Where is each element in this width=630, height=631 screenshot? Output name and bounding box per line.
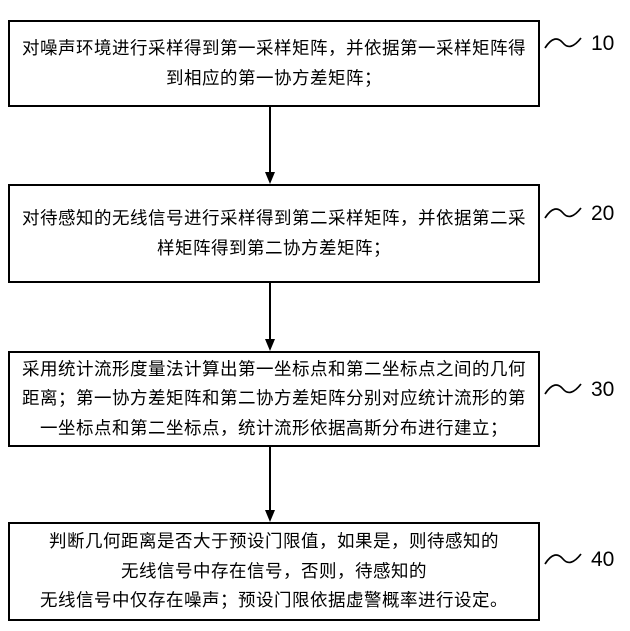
ref-number-30: 30 <box>591 378 615 401</box>
flow-step-4-text: 判断几何距离是否大于预设门限值，如果是，则待感知的 无线信号中存在信号，否则，待… <box>40 531 508 611</box>
flow-step-2-text: 对待感知的无线信号进行采样得到第二采样矩阵，并依据第二采 样矩阵得到第二协方差矩… <box>22 208 526 258</box>
ref-number-10: 10 <box>591 32 615 55</box>
ref-number-20: 20 <box>591 202 615 225</box>
ref-label-20: 20 <box>543 202 614 226</box>
arrow-line <box>269 107 271 173</box>
squiggle-connector-icon <box>544 553 582 565</box>
squiggle-connector-icon <box>544 383 582 395</box>
ref-number-40: 40 <box>591 548 615 571</box>
arrow-line <box>269 283 271 340</box>
squiggle-connector-icon <box>544 207 582 219</box>
flow-arrow-1 <box>262 107 278 184</box>
arrow-down-icon <box>265 339 275 351</box>
ref-label-40: 40 <box>543 548 614 572</box>
ref-label-30: 30 <box>543 378 614 402</box>
arrow-down-icon <box>265 510 275 522</box>
flow-arrow-2 <box>262 283 278 351</box>
flow-step-3-text: 采用统计流形度量法计算出第一坐标点和第二坐标点之间的几何 距离；第一协方差矩阵和… <box>22 358 526 438</box>
flow-step-2-box: 对待感知的无线信号进行采样得到第二采样矩阵，并依据第二采 样矩阵得到第二协方差矩… <box>8 184 540 283</box>
flow-arrow-3 <box>262 447 278 522</box>
ref-label-10: 10 <box>543 32 614 56</box>
flow-step-3-box: 采用统计流形度量法计算出第一坐标点和第二坐标点之间的几何 距离；第一协方差矩阵和… <box>8 351 540 447</box>
flow-step-4-box: 判断几何距离是否大于预设门限值，如果是，则待感知的 无线信号中存在信号，否则，待… <box>8 522 540 621</box>
arrow-line <box>269 447 271 511</box>
flow-step-1-text: 对噪声环境进行采样得到第一采样矩阵，并依据第一采样矩阵得 到相应的第一协方差矩阵… <box>22 38 526 88</box>
arrow-down-icon <box>265 172 275 184</box>
flow-step-1-box: 对噪声环境进行采样得到第一采样矩阵，并依据第一采样矩阵得 到相应的第一协方差矩阵… <box>8 20 540 107</box>
squiggle-connector-icon <box>544 37 582 49</box>
